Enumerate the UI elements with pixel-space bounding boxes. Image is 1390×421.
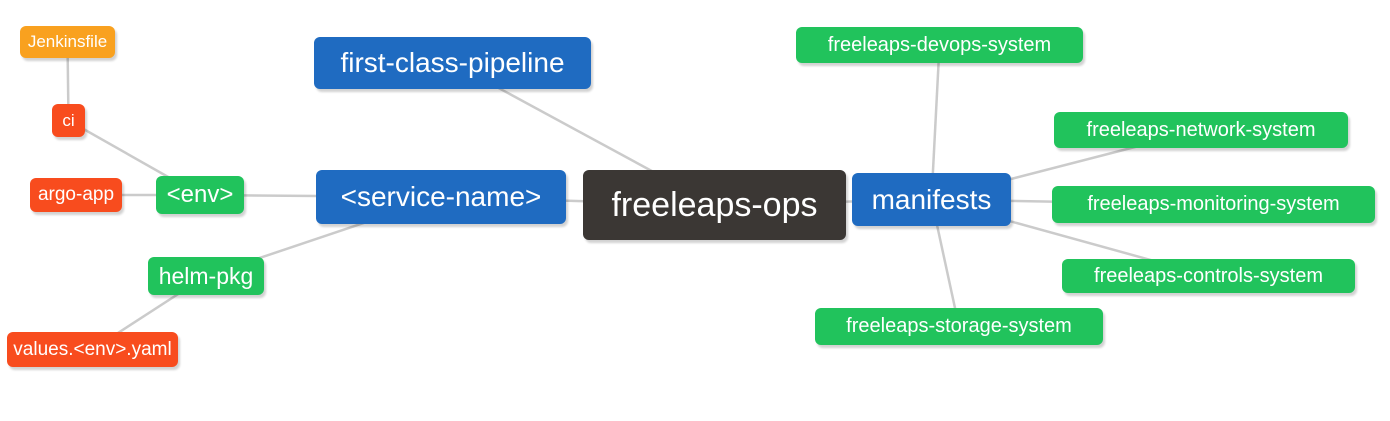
node-values-env-yaml[interactable]: values.<env>.yaml	[7, 332, 178, 367]
node-service-name[interactable]: <service-name>	[316, 170, 566, 224]
node-manifests[interactable]: manifests	[852, 173, 1011, 226]
node-controls-system[interactable]: freeleaps-controls-system	[1062, 259, 1355, 293]
node-storage-system[interactable]: freeleaps-storage-system	[815, 308, 1103, 345]
node-monitoring-system[interactable]: freeleaps-monitoring-system	[1052, 186, 1375, 223]
node-ci[interactable]: ci	[52, 104, 85, 137]
node-first-class-pipeline[interactable]: first-class-pipeline	[314, 37, 591, 89]
node-env[interactable]: <env>	[156, 176, 244, 214]
node-devops-system[interactable]: freeleaps-devops-system	[796, 27, 1083, 63]
node-helm-pkg[interactable]: helm-pkg	[148, 257, 264, 295]
node-jenkinsfile[interactable]: Jenkinsfile	[20, 26, 115, 58]
node-argo-app[interactable]: argo-app	[30, 178, 122, 212]
node-network-system[interactable]: freeleaps-network-system	[1054, 112, 1348, 148]
node-freeleaps-ops[interactable]: freeleaps-ops	[583, 170, 846, 240]
